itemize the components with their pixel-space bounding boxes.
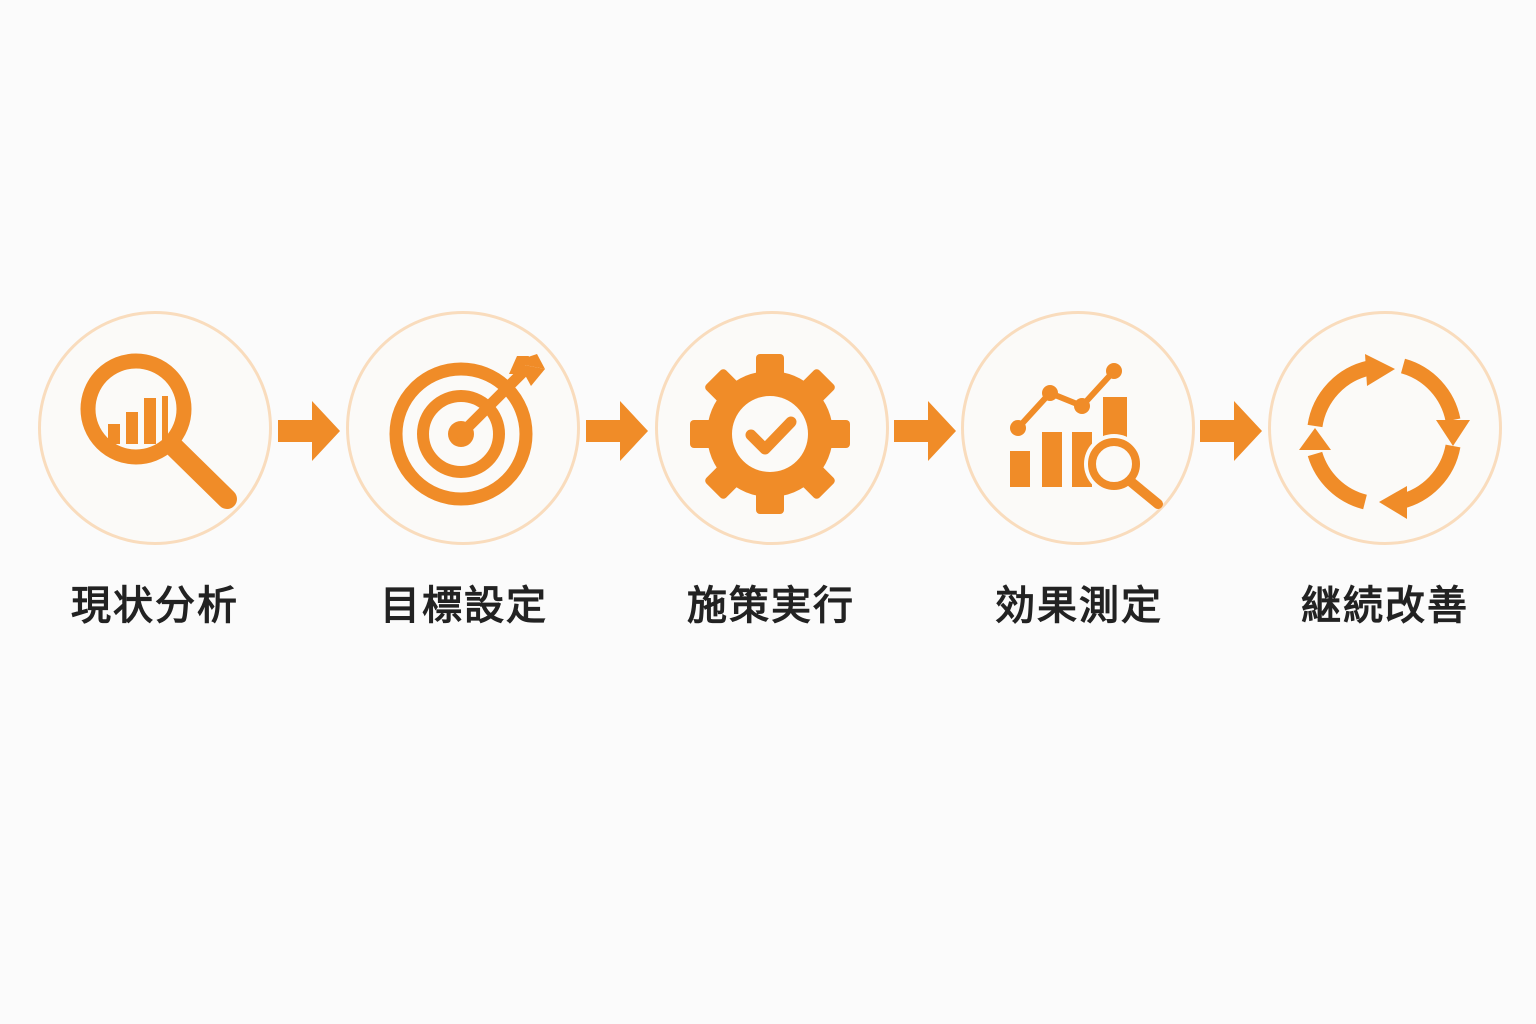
- step-circle-measure: [961, 311, 1195, 545]
- chart-magnifier-icon: [1010, 363, 1163, 509]
- target-arrow-icon: [389, 354, 545, 506]
- step-label-goal: 目標設定: [380, 583, 548, 629]
- arrow-right-icon: [278, 401, 340, 461]
- arrow-right-icon: [894, 401, 956, 461]
- step-label-analysis: 現状分析: [71, 583, 239, 629]
- arrow-right-icon: [586, 401, 648, 461]
- step-circle-goal: [346, 311, 580, 545]
- step-circle-improve: [1268, 311, 1502, 545]
- arrow-right-icon: [1200, 401, 1262, 461]
- gear-check-icon: [690, 354, 850, 514]
- step-label-improve: 継続改善: [1301, 583, 1469, 629]
- step-label-execute: 施策実行: [687, 583, 855, 629]
- step-label-measure: 効果測定: [995, 583, 1163, 629]
- step-circle-analysis: [38, 311, 272, 545]
- magnifier-bar-chart-icon: [80, 353, 237, 509]
- step-circle-execute: [655, 311, 889, 545]
- cycle-arrows-icon: [1299, 354, 1470, 519]
